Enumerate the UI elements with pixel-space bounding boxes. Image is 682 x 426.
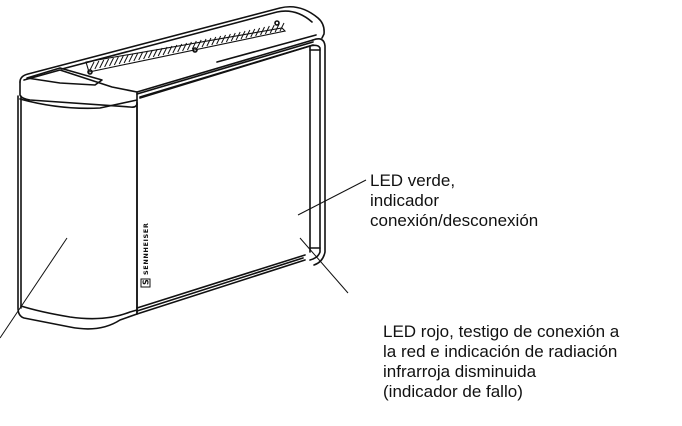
leader-line-green-led	[297, 179, 367, 216]
right-edge	[309, 44, 321, 261]
callout-green-led: LED verde, indicador conexión/desconexió…	[370, 171, 539, 230]
callout-red-led: LED rojo, testigo de conexión a la red e…	[383, 322, 620, 401]
svg-text:S: S	[142, 279, 151, 285]
leader-line-left-panel	[0, 237, 68, 339]
vent-grille	[85, 27, 287, 73]
sennheiser-logo: S SENNHEISER	[140, 223, 151, 288]
left-side-panel	[17, 95, 138, 330]
leader-line-red-led	[299, 237, 349, 294]
top-panel-outline	[19, 5, 325, 83]
brand-text: SENNHEISER	[142, 223, 150, 275]
